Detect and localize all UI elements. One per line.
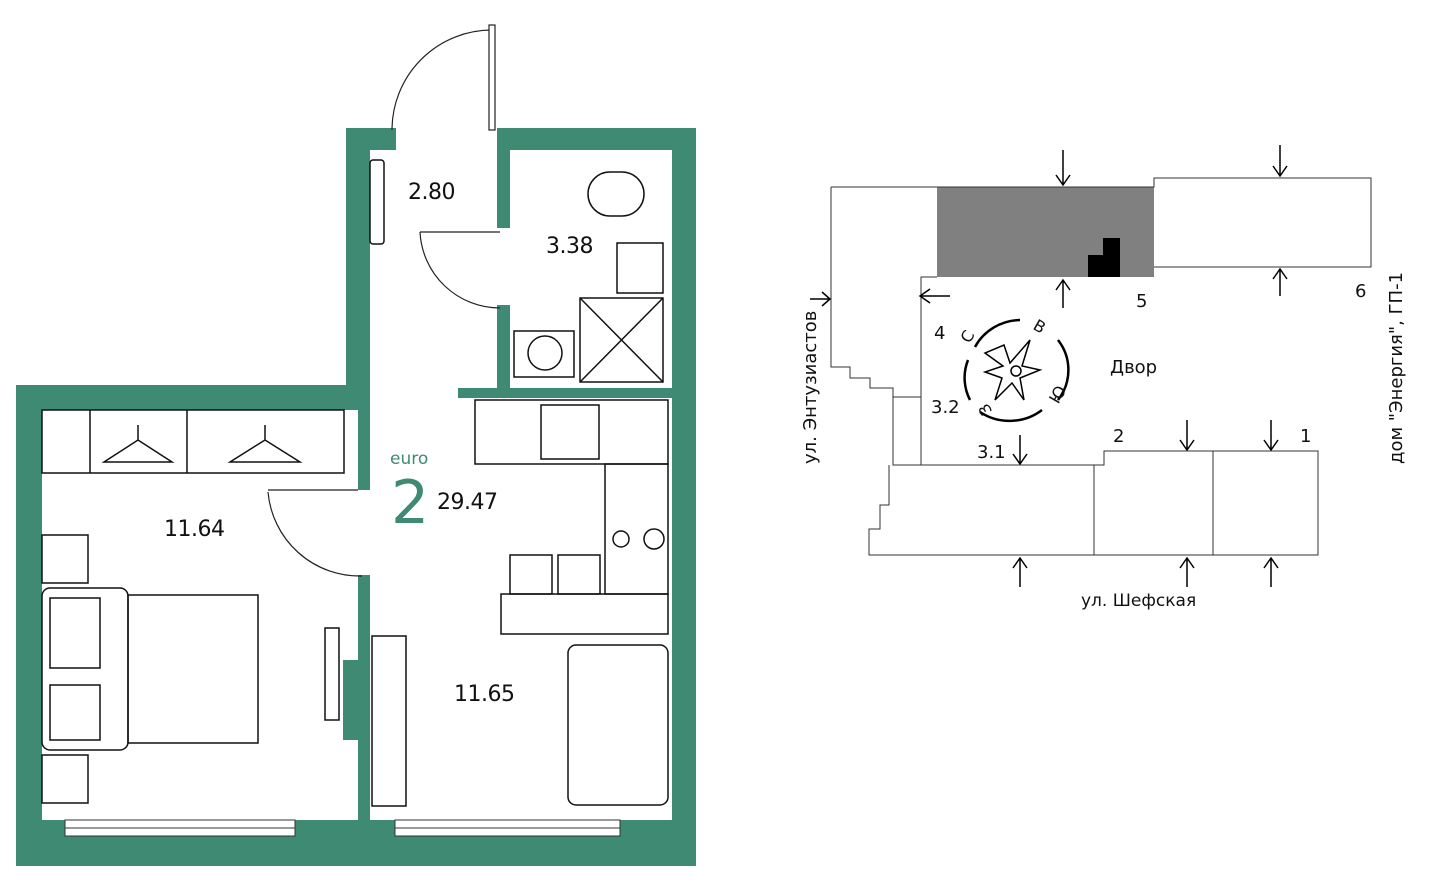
section-label: 2 [1113, 426, 1125, 447]
courtyard-label: Двор [1110, 357, 1158, 378]
doors [267, 24, 501, 577]
tv-stand [371, 635, 407, 807]
total-area: 29.47 [437, 490, 498, 515]
bathroom-area: 3.38 [546, 234, 593, 259]
stove [604, 463, 669, 595]
walls [16, 128, 696, 866]
room-count: 2 [391, 468, 430, 538]
furniture [41, 159, 669, 807]
section-label: 3.1 [977, 442, 1006, 463]
neighbor-building-label: дом "Энергия", ГП-1 [1386, 271, 1407, 464]
entrance-arrows [810, 145, 1288, 587]
table [500, 593, 669, 635]
kitchen-counter [474, 399, 669, 465]
apartment-type-label: euro [390, 449, 429, 469]
tv [324, 627, 340, 721]
wardrobe [41, 409, 345, 474]
section-label: 1 [1300, 426, 1312, 447]
living-area: 11.65 [454, 682, 515, 707]
street-bottom-label: ул. Шефская [1081, 591, 1197, 611]
compass-rose-icon [963, 318, 1070, 423]
section-label: 6 [1355, 281, 1367, 302]
toilet [587, 171, 645, 217]
radiator [369, 159, 385, 245]
street-left-label: ул. Энтузиастов [800, 310, 821, 464]
nightstand [41, 754, 89, 804]
section-label: 4 [934, 323, 946, 344]
washbasin [616, 242, 664, 294]
shower [579, 297, 664, 383]
sofa [567, 644, 669, 806]
windows [64, 819, 621, 837]
bed [41, 587, 129, 751]
site-plan [810, 145, 1372, 587]
bedroom-area: 11.64 [164, 517, 225, 542]
washing-machine [513, 330, 575, 378]
hall-area: 2.80 [408, 180, 455, 205]
nightstand [41, 534, 89, 584]
section-label: 5 [1136, 291, 1148, 312]
section-label: 3.2 [931, 397, 960, 418]
